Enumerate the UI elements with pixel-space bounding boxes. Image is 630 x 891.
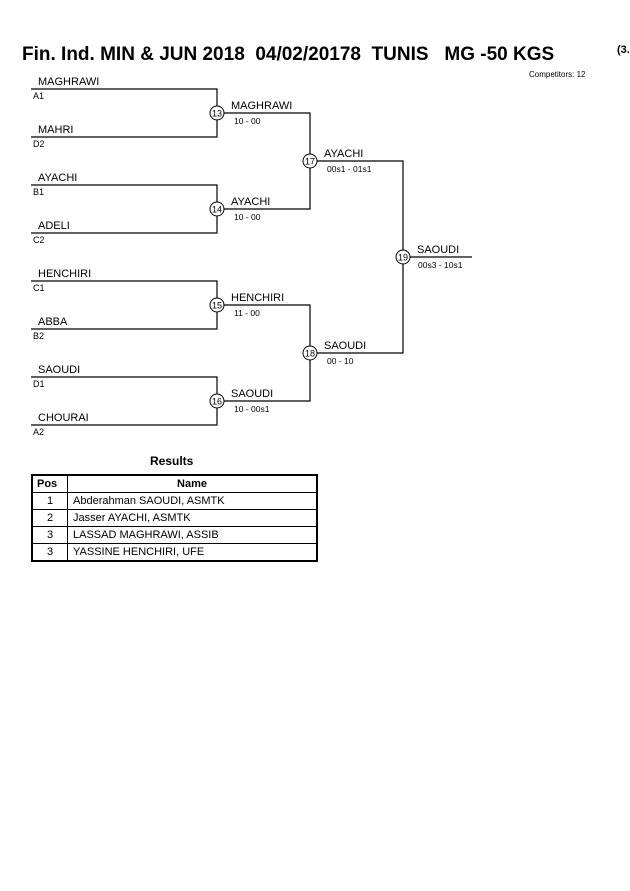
match-winner: AYACHI (324, 148, 363, 160)
competitor-name: MAHRI (38, 124, 73, 136)
match-winner: SAOUDI (231, 388, 273, 400)
competitor-name: SAOUDI (38, 364, 80, 376)
table-row: 1 Abderahman SAOUDI, ASMTK (31, 492, 318, 510)
match-score: 00s1 - 01s1 (327, 164, 372, 174)
result-name: YASSINE HENCHIRI, UFE (67, 543, 318, 562)
name-header: Name (67, 474, 318, 493)
page-title: Fin. Ind. MIN & JUN 2018 04/02/20178 TUN… (22, 44, 555, 65)
result-name: LASSAD MAGHRAWI, ASSIB (67, 526, 318, 544)
match-number: 18 (305, 349, 315, 359)
match-number: 17 (305, 157, 315, 167)
match-winner: AYACHI (231, 196, 270, 208)
match-number: 15 (212, 301, 222, 311)
competitor-name: HENCHIRI (38, 268, 91, 280)
competitor-seed: C2 (33, 235, 45, 245)
bracket-line (217, 304, 311, 402)
results-header-row: Pos Name (31, 474, 318, 493)
match-winner: MAGHRAWI (231, 100, 292, 112)
match-number: 13 (212, 109, 222, 119)
result-pos: 3 (31, 543, 68, 562)
competitor-seed: B2 (33, 331, 44, 341)
competitor-seed: A1 (33, 91, 44, 101)
match-marker: 16 (209, 393, 225, 409)
match-score: 10 - 00 (234, 116, 261, 126)
results-table: Pos Name 1 Abderahman SAOUDI, ASMTK 2 Ja… (31, 474, 318, 562)
results-title: Results (150, 454, 194, 468)
competitor-seed: B1 (33, 187, 44, 197)
bracket-line (310, 160, 404, 354)
competitor-seed: C1 (33, 283, 45, 293)
match-score: 00 - 10 (327, 356, 354, 366)
result-pos: 3 (31, 526, 68, 544)
competitor-seed: D1 (33, 379, 45, 389)
result-name: Abderahman SAOUDI, ASMTK (67, 492, 318, 510)
title-suffix: (3. (617, 44, 630, 56)
table-row: 3 LASSAD MAGHRAWI, ASSIB (31, 526, 318, 544)
competitor-seed: D2 (33, 139, 45, 149)
match-number: 14 (212, 205, 222, 215)
result-pos: 1 (31, 492, 68, 510)
match-winner: SAOUDI (324, 340, 366, 352)
competitor-name: CHOURAI (38, 412, 89, 424)
match-marker: 18 (302, 345, 318, 361)
match-score: 10 - 00s1 (234, 404, 270, 414)
match-marker: 14 (209, 201, 225, 217)
competitor-name: MAGHRAWI (38, 76, 99, 88)
match-number: 19 (398, 253, 408, 263)
competitor-name: ABBA (38, 316, 68, 328)
match-number: 16 (212, 397, 222, 407)
competitor-name: AYACHI (38, 172, 77, 184)
match-marker: 17 (302, 153, 318, 169)
table-row: 2 Jasser AYACHI, ASMTK (31, 509, 318, 527)
pos-header: Pos (31, 474, 68, 493)
result-pos: 2 (31, 509, 68, 527)
result-name: Jasser AYACHI, ASMTK (67, 509, 318, 527)
final-score: 00s3 - 10s1 (418, 260, 463, 270)
match-marker: 13 (209, 105, 225, 121)
final-winner: SAOUDI (417, 244, 459, 256)
competitor-name: ADELI (38, 220, 70, 232)
match-score: 10 - 00 (234, 212, 261, 222)
match-score: 11 - 00 (234, 308, 260, 318)
match-marker: 19 (395, 249, 411, 265)
competitors-count: Competitors: 12 (529, 70, 586, 79)
match-marker: 15 (209, 297, 225, 313)
bracket-line (217, 112, 311, 210)
competitor-seed: A2 (33, 427, 44, 437)
match-winner: HENCHIRI (231, 292, 284, 304)
table-row: 3 YASSINE HENCHIRI, UFE (31, 543, 318, 562)
